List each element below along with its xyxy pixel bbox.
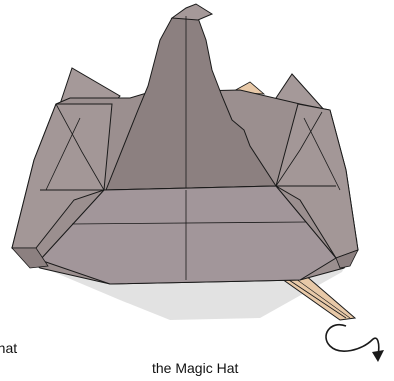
spire-tip-fold (172, 4, 212, 20)
caption-magic-hat: the Magic Hat (152, 360, 238, 376)
turn-over-arrow-icon (326, 325, 384, 362)
caption-left-partial: e hat (0, 340, 17, 356)
